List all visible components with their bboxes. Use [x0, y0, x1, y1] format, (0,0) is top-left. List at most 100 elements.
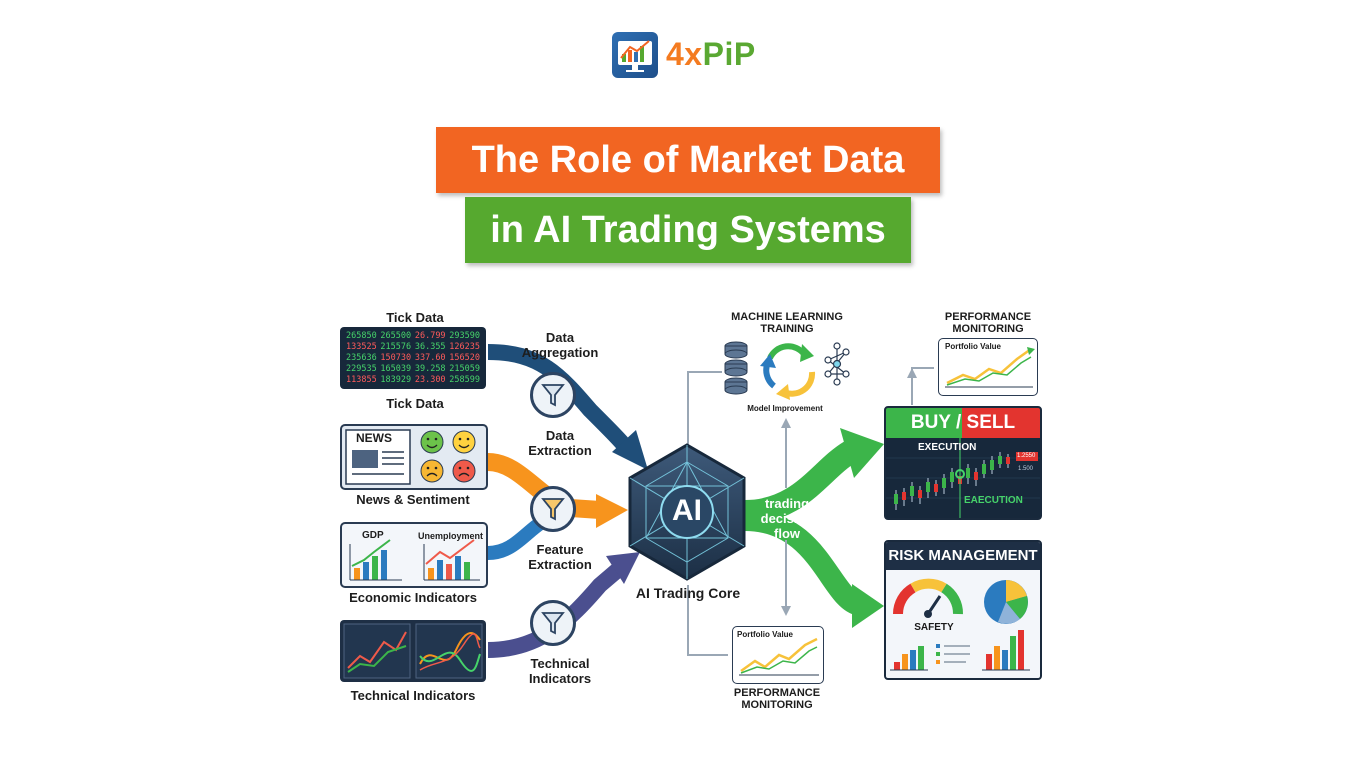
connector-buy-perf-head	[907, 368, 917, 378]
tick-cell: 156520	[449, 353, 480, 363]
logo-text-4x: 4x	[666, 36, 703, 72]
tick-data-label: Tick Data	[386, 396, 444, 411]
arrow-tick-head	[612, 430, 648, 470]
technical-indicators-step-label: Technical Indicators	[528, 656, 592, 686]
buy-sell-panel: BUY / SELL EXECUTION EAECUTION 1.2550 1.…	[884, 406, 1042, 520]
price-tag-2: 1.500	[1018, 466, 1034, 472]
tick-cell: 165039	[380, 364, 412, 374]
portfolio-chart-panel-top: Portfolio Value	[938, 338, 1038, 396]
ai-trading-core-label: AI Trading Core	[635, 585, 741, 601]
tick-cell: 39.258	[414, 364, 446, 374]
ml-training-graphic	[722, 338, 862, 400]
risk-graphics	[890, 578, 1030, 671]
title-line-1: The Role of Market Data	[436, 127, 940, 193]
buy-header-bg	[886, 408, 962, 438]
title-line-2: in AI Trading Systems	[465, 197, 911, 263]
tick-cell: 229535	[346, 364, 377, 374]
execution-label-top: EXECUTION	[918, 442, 977, 453]
connector-core-perf	[687, 585, 728, 656]
ml-training-title: MACHINE LEARNING TRAINING	[731, 311, 843, 335]
cycle-arrows-icon	[760, 343, 816, 400]
performance-monitoring-label-bottom: PERFORMANCE MONITORING	[733, 687, 821, 711]
smile-face-icon	[452, 430, 476, 454]
news-panel: NEWS	[340, 424, 488, 490]
price-tag-1: 1.2550	[1017, 453, 1036, 459]
risk-header-bg	[886, 542, 1040, 570]
tick-cell: 133525	[346, 342, 377, 352]
portfolio-chart-title-top: Portfolio Value	[945, 342, 1002, 351]
database-icon	[724, 341, 748, 395]
feature-extraction-label: Feature Extraction	[528, 542, 592, 572]
sell-header-bg	[962, 408, 1040, 438]
arrow-tech-head	[606, 552, 640, 584]
sad-face-icon	[420, 459, 444, 483]
happy-face-icon	[420, 430, 444, 454]
connector-buy-perf	[911, 367, 934, 405]
buy-sell-header: BUY / SELL	[910, 412, 1016, 433]
arrow-buy-head	[840, 428, 884, 478]
tick-cell: 265850	[346, 331, 377, 341]
news-badge: NEWS	[356, 431, 392, 445]
gdp-label: GDP	[362, 530, 384, 541]
technical-charts	[343, 623, 483, 679]
tick-cell: 36.355	[414, 342, 446, 352]
technical-indicators-label: Technical Indicators	[350, 688, 476, 703]
execution-label-bottom: EAECUTION	[964, 495, 1023, 506]
tick-cell: 215059	[449, 364, 480, 374]
tick-cell: 258599	[449, 375, 480, 385]
economic-panel: GDP Unemployment	[340, 522, 488, 588]
logo-wordmark: 4xPiP	[666, 36, 756, 73]
tick-cell: 26.799	[414, 331, 446, 341]
unemployment-label: Unemployment	[418, 531, 484, 541]
tick-cell: 235636	[346, 353, 377, 363]
trading-decision-flow-label: trading decision flow	[760, 496, 814, 541]
angry-face-icon	[452, 459, 476, 483]
ai-core-graphic: AI	[626, 442, 748, 582]
model-improvement-caption: Model Improvement	[747, 404, 823, 413]
tick-cell: 126235	[449, 342, 480, 352]
tick-data-title: Tick Data	[386, 310, 444, 325]
tick-cell: 150730	[380, 353, 412, 363]
data-aggregation-label: Data Aggregation	[521, 330, 599, 360]
pie-chart-icon	[984, 580, 1028, 624]
funnel-icon	[530, 600, 576, 646]
arrow-core-to-risk	[744, 509, 864, 616]
portfolio-line	[739, 637, 819, 676]
risk-management-panel: RISK MANAGEMENT SAFETY	[884, 540, 1042, 680]
portfolio-line-top	[945, 347, 1035, 388]
ai-badge: AI	[672, 494, 702, 527]
news-illustration	[345, 429, 476, 485]
portfolio-chart-title: Portfolio Value	[737, 630, 794, 639]
economic-charts	[349, 539, 480, 581]
portfolio-chart-panel: Portfolio Value	[732, 626, 824, 684]
logo-text-pip: PiP	[702, 36, 756, 72]
tick-cell: 293590	[449, 331, 480, 341]
tick-cell: 215576	[380, 342, 412, 352]
connector-core-ml	[687, 371, 722, 445]
brand-logo: 4xPiP	[612, 32, 772, 78]
tick-cell: 23.300	[414, 375, 446, 385]
safety-label: SAFETY	[914, 622, 954, 633]
news-sentiment-label: News & Sentiment	[356, 492, 470, 507]
tick-cell: 113855	[346, 375, 377, 385]
technical-panel	[340, 620, 486, 682]
logo-chart-icon	[612, 32, 658, 78]
gauge-icon	[892, 578, 963, 618]
tick-cell: 337.60	[414, 353, 446, 363]
arrow-news-head	[596, 494, 628, 528]
connector-ml-head	[781, 418, 791, 428]
data-extraction-label: Data Extraction	[528, 428, 592, 458]
tick-cell: 265500	[380, 331, 412, 341]
funnel-icon	[530, 486, 576, 532]
candlestick-chart	[886, 438, 1040, 518]
arrow-tick-to-core	[487, 344, 637, 458]
neural-network-icon	[824, 342, 850, 386]
economic-indicators-label: Economic Indicators	[349, 590, 477, 605]
funnel-icon	[530, 372, 576, 418]
